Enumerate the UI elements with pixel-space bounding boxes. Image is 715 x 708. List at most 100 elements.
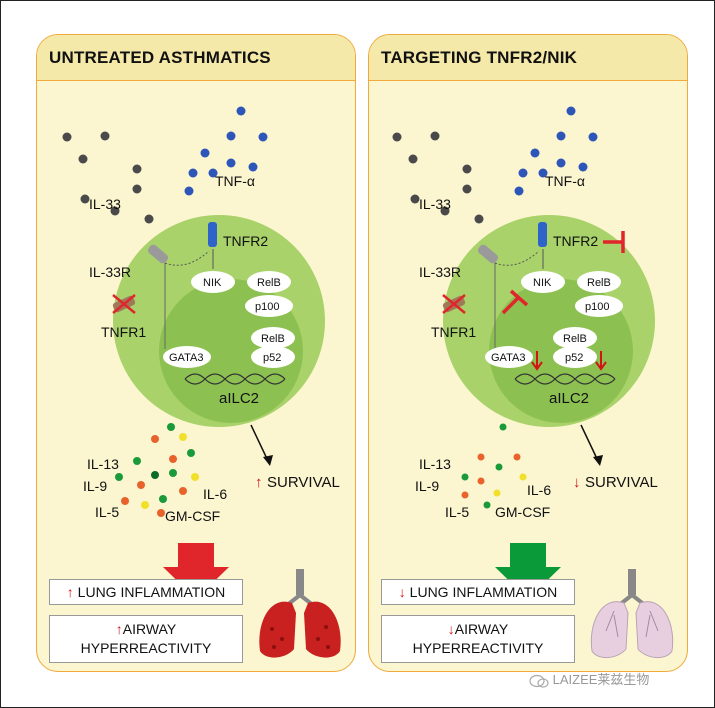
down-arrow-icon: ↓ [447, 621, 455, 637]
label-gmcsf: GM-CSF [165, 508, 220, 524]
tnfa-dots [514, 106, 598, 196]
up-arrow-icon: ↑ [66, 584, 74, 600]
relb-oval [577, 271, 621, 293]
p52-oval [251, 346, 295, 368]
nik-oval [521, 271, 565, 293]
label-tnfr1: TNFR1 [101, 324, 146, 340]
label-il9: IL-9 [83, 478, 107, 494]
label-il6: IL-6 [203, 486, 227, 502]
label-tnfr2: TNFR2 [553, 233, 598, 249]
watermark-text: LAIZEE莱兹生物 [552, 672, 650, 687]
dna-strand-2 [184, 373, 286, 385]
il33-dots [392, 131, 484, 224]
label-il33: IL-33 [419, 196, 451, 212]
dna-strand-1 [514, 373, 616, 385]
label-gata3: GATA3 [169, 352, 203, 364]
dna-strand-1 [184, 373, 286, 385]
il33r-receptor [147, 244, 169, 264]
panel-title: TARGETING TNFR2/NIK [369, 35, 687, 81]
label-il5: IL-5 [445, 504, 469, 520]
cytokine-dots [461, 423, 527, 509]
lung-inflammation-text: LUNG INFLAMMATION [409, 584, 558, 600]
wechat-icon [529, 674, 549, 688]
gata3-oval [163, 346, 211, 368]
label-ailc2: aILC2 [219, 390, 259, 407]
gata3-down-arrow-icon [531, 351, 543, 371]
label-p100: p100 [255, 301, 279, 313]
label-survival-arrow: ↓ [573, 474, 581, 491]
airway-box: ↑AIRWAY HYPERREACTIVITY [49, 615, 243, 663]
label-il13: IL-13 [419, 456, 451, 472]
tnfr1-cross-icon [442, 294, 466, 314]
label-survival: SURVIVAL [267, 474, 340, 491]
inflamed-lungs-icon [259, 569, 341, 658]
label-relb: RelB [587, 277, 611, 289]
survival-arrowhead [593, 455, 603, 466]
label-il33r: IL-33R [89, 264, 131, 280]
label-ailc2: aILC2 [549, 390, 589, 407]
label-survival: SURVIVAL [585, 474, 658, 491]
gata3-oval [485, 346, 533, 368]
dna-strand-2 [514, 373, 616, 385]
watermark: LAIZEE莱兹生物 [529, 669, 709, 691]
relb-oval [247, 271, 291, 293]
p100-oval [245, 295, 293, 317]
p52-oval [553, 346, 597, 368]
label-il9: IL-9 [415, 478, 439, 494]
nik-inhibitor-icon [501, 289, 529, 315]
label-survival-arrow: ↑ [255, 474, 263, 491]
label-nik: NIK [533, 277, 552, 289]
label-nik: NIK [203, 277, 222, 289]
airway-text: AIRWAY [454, 621, 509, 637]
label-tnfa: TNF-α [215, 173, 255, 189]
airway-box: ↓AIRWAY HYPERREACTIVITY [381, 615, 575, 663]
tnfa-dots [184, 106, 268, 196]
tnfr2-receptor [538, 222, 547, 247]
p52-down-arrow-icon [595, 351, 607, 371]
tnfr2-inhibitor-icon [603, 231, 625, 253]
label-il13: IL-13 [87, 456, 119, 472]
nik-oval [191, 271, 235, 293]
label-il6: IL-6 [527, 482, 551, 498]
down-arrow-icon: ↓ [398, 584, 406, 600]
survival-arrowhead [263, 455, 273, 466]
hyperreactivity-text: HYPERREACTIVITY [412, 640, 544, 656]
tnfr1-cross-icon [112, 294, 136, 314]
big-arrow-down-icon [163, 543, 229, 599]
il33r-receptor [477, 244, 499, 264]
label-gmcsf: GM-CSF [495, 504, 550, 520]
hyperreactivity-text: HYPERREACTIVITY [80, 640, 212, 656]
p100-oval [575, 295, 623, 317]
label-il5: IL-5 [95, 504, 119, 520]
label-relb2: RelB [563, 333, 587, 345]
label-relb: RelB [257, 277, 281, 289]
label-relb2: RelB [261, 333, 285, 345]
label-il33r: IL-33R [419, 264, 461, 280]
lung-inflammation-box: ↓ LUNG INFLAMMATION [381, 579, 575, 605]
lung-inflammation-text: LUNG INFLAMMATION [77, 584, 226, 600]
healthy-lungs-icon [590, 569, 674, 658]
relb2-oval [553, 327, 597, 349]
cytokine-dots [115, 423, 199, 517]
pathway-diagram: IL-33 TNF-α TNFR2 IL-33R NIK RelB p100 T… [62, 106, 340, 599]
label-p52: p52 [565, 352, 583, 364]
panel-untreated: UNTREATED ASTHMATICS [36, 34, 356, 672]
airway-text: AIRWAY [122, 621, 177, 637]
lung-inflammation-box: ↑ LUNG INFLAMMATION [49, 579, 243, 605]
label-tnfa: TNF-α [545, 173, 585, 189]
label-p100: p100 [585, 301, 609, 313]
label-il33: IL-33 [89, 196, 121, 212]
il33-dots [62, 131, 154, 224]
panel-title: UNTREATED ASTHMATICS [37, 35, 355, 81]
label-tnfr1: TNFR1 [431, 324, 476, 340]
label-p52: p52 [263, 352, 281, 364]
big-arrow-down-icon [495, 543, 561, 599]
pathway-diagram: IL-33 TNF-α TNFR2 IL-33R NIK RelB p100 T… [392, 106, 658, 599]
tnfr2-receptor [208, 222, 217, 247]
label-tnfr2: TNFR2 [223, 233, 268, 249]
panel-targeting: TARGETING TNFR2/NIK [368, 34, 688, 672]
up-arrow-icon: ↑ [115, 621, 123, 637]
label-gata3: GATA3 [491, 352, 525, 364]
relb2-oval [251, 327, 295, 349]
